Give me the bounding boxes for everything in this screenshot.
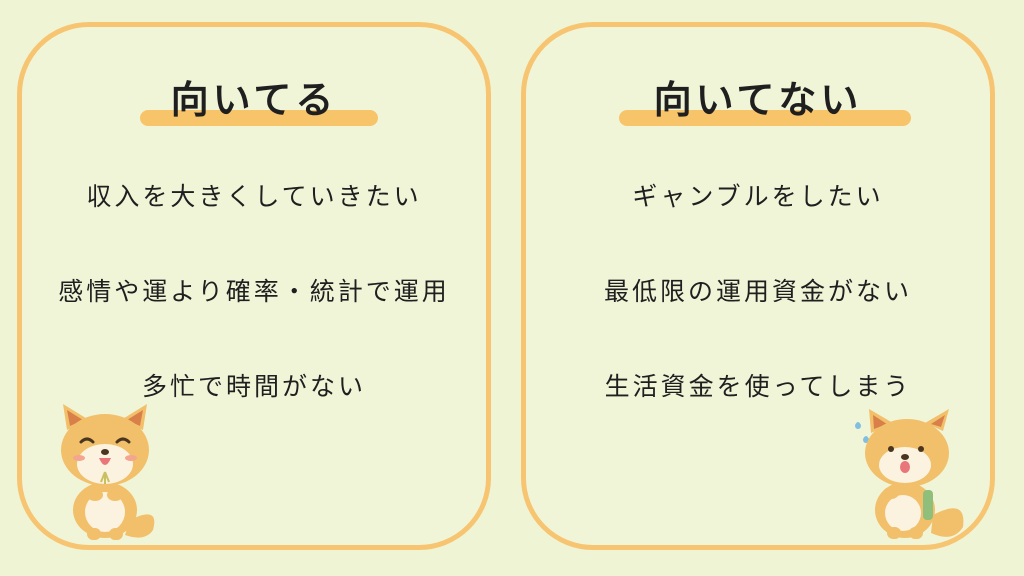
happy-fox-illustration xyxy=(61,404,155,540)
unsuitable-panel: 向いてない ギャンブルをしたい 最低限の運用資金がない 生活資金を使ってしまう xyxy=(521,22,995,550)
suitable-item: 収入を大きくしていきたい xyxy=(86,182,422,211)
suitable-title: 向いてる xyxy=(170,78,338,122)
unsuitable-title: 向いてない xyxy=(653,78,863,122)
unsuitable-item: ギャンブルをしたい xyxy=(632,182,884,211)
suitable-item: 感情や運より確率・統計で運用 xyxy=(58,277,450,306)
suitable-item: 多忙で時間がない xyxy=(141,372,366,401)
title-underline xyxy=(619,110,911,126)
unsuitable-item: 生活資金を使ってしまう xyxy=(604,372,912,401)
worried-fox-illustration xyxy=(855,409,964,539)
unsuitable-item: 最低限の運用資金がない xyxy=(603,277,912,306)
title-underline xyxy=(140,110,378,126)
